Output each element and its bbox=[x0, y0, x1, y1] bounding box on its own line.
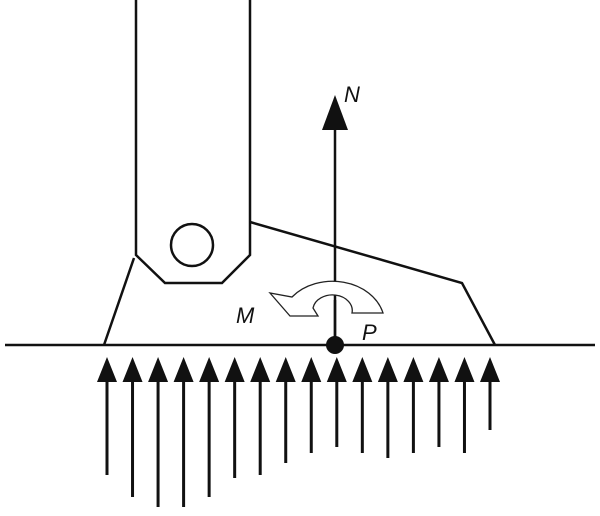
pressure-arrow bbox=[122, 357, 143, 497]
pressure-arrow bbox=[173, 357, 194, 507]
label-p: P bbox=[362, 320, 377, 345]
pressure-arrowhead bbox=[480, 357, 500, 382]
column bbox=[134, 0, 252, 285]
pressure-arrow bbox=[275, 357, 296, 463]
normal-force-arrowhead bbox=[322, 95, 348, 130]
pressure-arrow bbox=[428, 357, 449, 447]
pressure-arrow bbox=[403, 357, 424, 453]
pressure-arrowhead bbox=[403, 357, 424, 382]
pressure-arrowhead bbox=[377, 357, 398, 382]
pressure-arrowhead bbox=[275, 357, 296, 382]
label-n: N bbox=[344, 82, 360, 107]
pressure-arrow bbox=[352, 357, 373, 453]
pressure-arrowhead bbox=[301, 357, 322, 382]
point-p-dot bbox=[326, 336, 344, 354]
pressure-arrow bbox=[377, 357, 398, 458]
pressure-arrowhead bbox=[352, 357, 373, 382]
pin-hole bbox=[169, 222, 215, 268]
pressure-arrow bbox=[454, 357, 475, 453]
label-m: M bbox=[236, 303, 255, 328]
pressure-arrow bbox=[480, 357, 500, 430]
pressure-arrowhead bbox=[326, 357, 347, 382]
pressure-arrowhead bbox=[224, 357, 245, 382]
pressure-arrow bbox=[97, 357, 117, 475]
pressure-arrowhead bbox=[173, 357, 194, 382]
pressure-arrowhead bbox=[122, 357, 143, 382]
pressure-arrow bbox=[199, 357, 220, 497]
pressure-arrow bbox=[224, 357, 245, 478]
pressure-arrowhead bbox=[250, 357, 271, 382]
pressure-arrowhead bbox=[199, 357, 220, 382]
pressure-arrowhead bbox=[428, 357, 449, 382]
pressure-arrow bbox=[326, 357, 347, 447]
pressure-arrowhead bbox=[454, 357, 475, 382]
pressure-arrowhead bbox=[97, 357, 117, 382]
pressure-arrow bbox=[250, 357, 271, 475]
pressure-arrows bbox=[97, 357, 500, 507]
base-plate bbox=[102, 220, 497, 346]
moment-arrow bbox=[268, 280, 384, 317]
pressure-arrow bbox=[301, 357, 322, 453]
pressure-arrowhead bbox=[148, 357, 169, 382]
pressure-arrow bbox=[148, 357, 169, 507]
